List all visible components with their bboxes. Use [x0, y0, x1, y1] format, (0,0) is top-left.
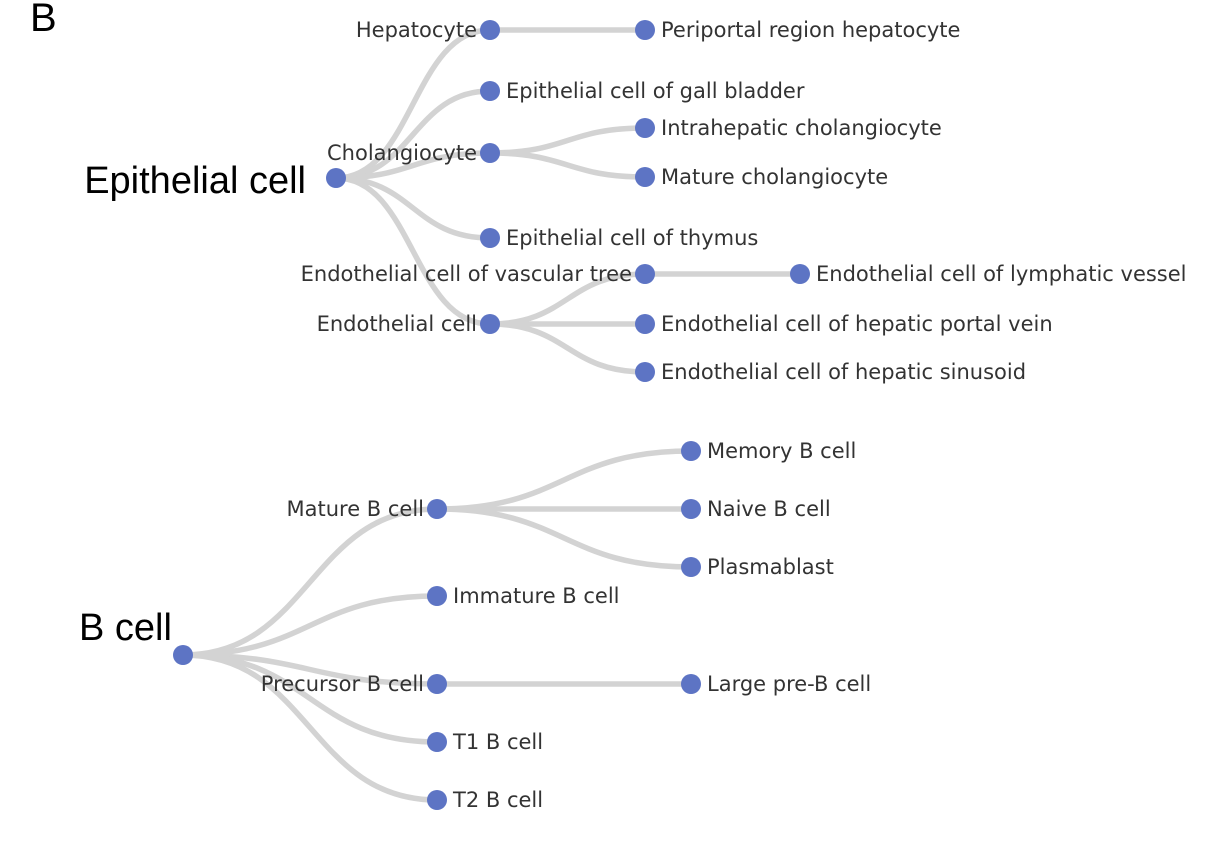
links-layer — [180, 27, 803, 803]
link-to-hepatocyte — [333, 27, 493, 181]
node-endothelial-cell-of-lymphatic-vessel[interactable] — [790, 264, 810, 284]
label-mature-cholangiocyte: Mature cholangiocyte — [661, 165, 888, 189]
link-to-endothelial-cell — [333, 175, 493, 327]
label-b-cell: B cell — [79, 607, 172, 649]
node-epithelial-cell-of-thymus[interactable] — [480, 228, 500, 248]
label-precursor-b-cell: Precursor B cell — [261, 672, 424, 696]
label-t2-b-cell: T2 B cell — [452, 788, 543, 812]
label-periportal-region-hepatocyte: Periportal region hepatocyte — [661, 18, 960, 42]
node-epithelial-cell-of-gall-bladder[interactable] — [480, 81, 500, 101]
link-to-immature-b-cell — [180, 593, 440, 658]
node-endothelial-cell-of-hepatic-sinusoid[interactable] — [635, 362, 655, 382]
node-precursor-b-cell[interactable] — [427, 674, 447, 694]
link-to-intrahepatic-cholangiocyte — [487, 125, 648, 156]
label-plasmablast: Plasmablast — [707, 555, 834, 579]
label-memory-b-cell: Memory B cell — [707, 439, 856, 463]
panel-label: B — [30, 0, 57, 40]
node-cholangiocyte[interactable] — [480, 143, 500, 163]
labels-layer: Epithelial cell Hepatocyte Periportal regi… — [79, 18, 1187, 812]
link-to-mature-b-cell — [180, 506, 440, 658]
node-endothelial-cell-of-vascular-tree[interactable] — [635, 264, 655, 284]
link-to-plasmablast — [434, 506, 694, 570]
label-endothelial-cell-of-hepatic-sinusoid: Endothelial cell of hepatic sinusoid — [661, 360, 1026, 384]
label-epithelial-cell: Epithelial cell — [84, 160, 306, 202]
link-to-endothelial-cell-of-hepatic-sinusoid — [487, 321, 648, 375]
label-immature-b-cell: Immature B cell — [453, 584, 620, 608]
link-to-epithelial-cell-of-thymus — [333, 175, 493, 241]
node-endothelial-cell[interactable] — [480, 314, 500, 334]
node-periportal-region-hepatocyte[interactable] — [635, 20, 655, 40]
node-naive-b-cell[interactable] — [681, 499, 701, 519]
label-naive-b-cell: Naive B cell — [707, 497, 831, 521]
nodes-layer — [173, 20, 810, 810]
link-to-mature-cholangiocyte — [487, 150, 648, 180]
label-endothelial-cell: Endothelial cell — [317, 312, 477, 336]
label-t1-b-cell: T1 B cell — [452, 730, 543, 754]
label-mature-b-cell: Mature B cell — [286, 497, 424, 521]
label-epithelial-cell-of-gall-bladder: Epithelial cell of gall bladder — [506, 79, 805, 103]
label-large-pre-b-cell: Large pre-B cell — [707, 672, 871, 696]
label-endothelial-cell-of-lymphatic-vessel: Endothelial cell of lymphatic vessel — [816, 262, 1187, 286]
node-mature-b-cell[interactable] — [427, 499, 447, 519]
label-intrahepatic-cholangiocyte: Intrahepatic cholangiocyte — [661, 116, 942, 140]
label-endothelial-cell-of-hepatic-portal-vein: Endothelial cell of hepatic portal vein — [661, 312, 1053, 336]
link-to-t2-b-cell — [180, 652, 440, 803]
label-hepatocyte: Hepatocyte — [356, 18, 477, 42]
label-endothelial-cell-of-vascular-tree: Endothelial cell of vascular tree — [301, 262, 632, 286]
node-epithelial-cell[interactable] — [326, 168, 346, 188]
node-large-pre-b-cell[interactable] — [681, 674, 701, 694]
node-mature-cholangiocyte[interactable] — [635, 167, 655, 187]
node-intrahepatic-cholangiocyte[interactable] — [635, 118, 655, 138]
node-hepatocyte[interactable] — [480, 20, 500, 40]
node-memory-b-cell[interactable] — [681, 441, 701, 461]
node-t1-b-cell[interactable] — [427, 732, 447, 752]
node-endothelial-cell-of-hepatic-portal-vein[interactable] — [635, 314, 655, 334]
node-b-cell[interactable] — [173, 645, 193, 665]
link-to-cholangiocyte — [333, 150, 493, 181]
label-epithelial-cell-of-thymus: Epithelial cell of thymus — [506, 226, 758, 250]
label-cholangiocyte: Cholangiocyte — [327, 141, 477, 165]
node-plasmablast[interactable] — [681, 557, 701, 577]
node-t2-b-cell[interactable] — [427, 790, 447, 810]
link-to-memory-b-cell — [434, 448, 694, 512]
node-immature-b-cell[interactable] — [427, 586, 447, 606]
